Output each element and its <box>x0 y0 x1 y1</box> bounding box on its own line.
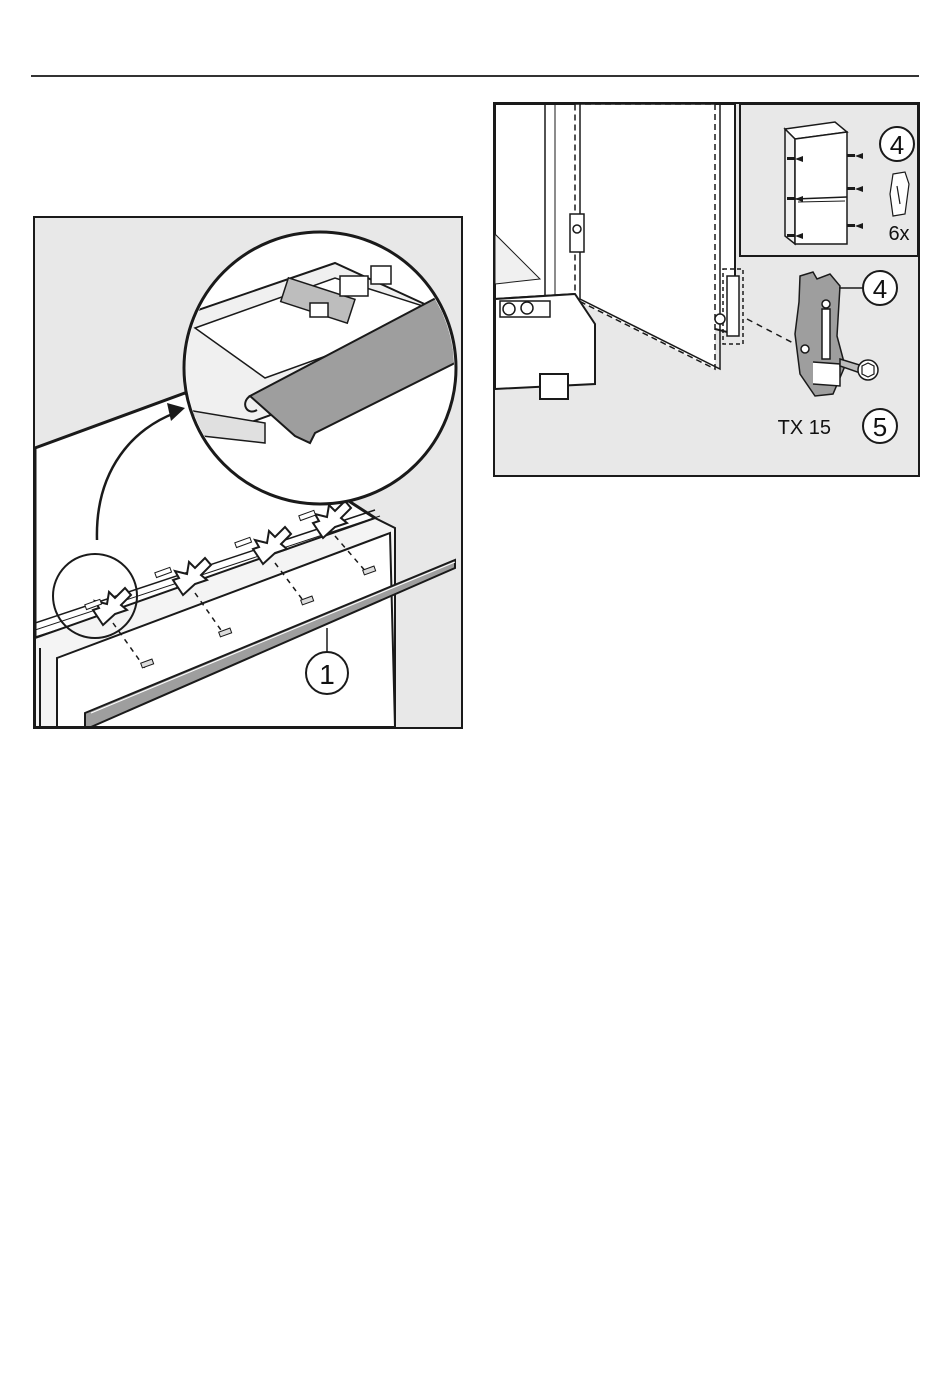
callout-5-label: 5 <box>873 412 887 442</box>
upper-hinge <box>570 214 584 252</box>
header-rule <box>31 75 919 77</box>
screw <box>840 359 878 380</box>
bracket-detail <box>795 272 845 396</box>
inset-bracket-icon <box>890 172 909 216</box>
quantity-label: 6x <box>888 223 909 245</box>
callout-4-label-bracket: 4 <box>873 274 887 304</box>
strip-installation-illustration: 1 <box>35 218 461 727</box>
plinth-foot <box>540 374 568 399</box>
callout-1-label: 1 <box>319 659 335 690</box>
inset-appliance <box>785 122 847 244</box>
bracket-guide-line <box>747 319 795 344</box>
bracket-fixing-illustration: 4 6x 4 TX 15 5 <box>495 104 918 475</box>
callout-4-label-top: 4 <box>890 130 904 160</box>
tool-label: TX 15 <box>778 417 831 439</box>
figure-bracket-fixing: 4 6x 4 TX 15 5 <box>493 102 920 477</box>
figure-strip-installation: 1 <box>33 216 463 729</box>
